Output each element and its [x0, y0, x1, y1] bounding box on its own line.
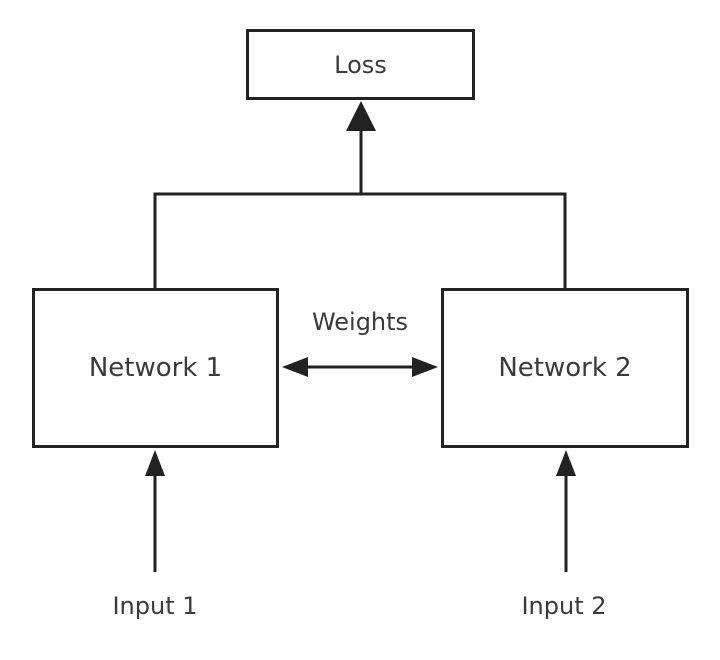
input2-arrowhead: [556, 450, 576, 476]
shared-weights-arrowhead-left: [282, 357, 308, 377]
loss-arrowhead: [351, 102, 371, 128]
loss-label: Loss: [334, 50, 387, 79]
weights-label: Weights: [311, 308, 409, 336]
loss-node: Loss: [246, 29, 475, 100]
input-2-label: Input 2: [521, 592, 607, 620]
input1-arrowhead: [145, 450, 165, 476]
network1-to-junction-line: [153, 192, 361, 288]
network-2-label: Network 2: [498, 353, 632, 383]
input-1-label: Input 1: [112, 592, 198, 620]
network-2-node: Network 2: [441, 288, 689, 448]
shared-weights-arrowhead-right: [412, 357, 438, 377]
network2-to-junction-line: [361, 192, 567, 288]
network-1-node: Network 1: [32, 288, 279, 448]
network-1-label: Network 1: [88, 353, 223, 383]
